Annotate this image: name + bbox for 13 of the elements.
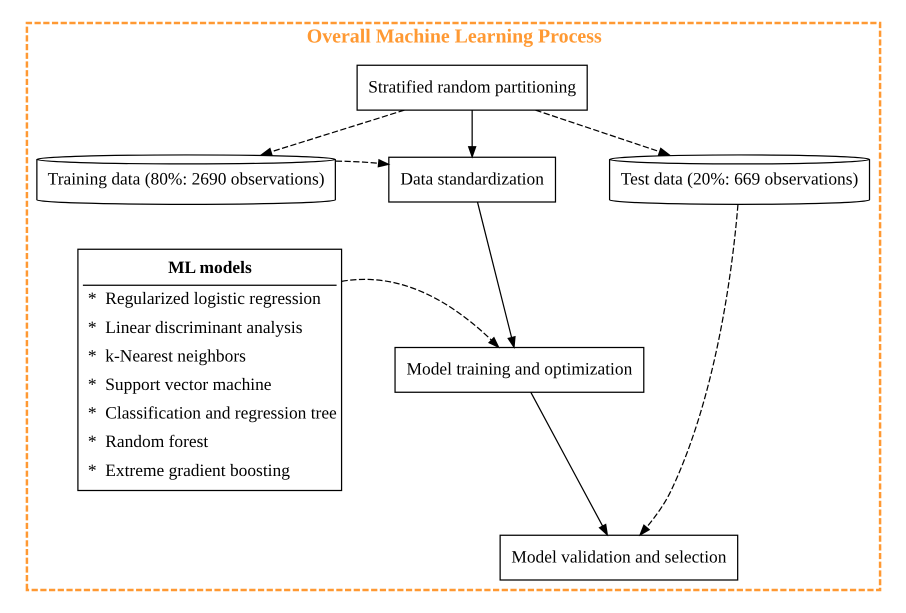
node-box: Model validation and selection [499,534,738,581]
arrow [335,158,390,168]
arrow [341,278,500,348]
arrow [476,202,516,350]
node-box: Data standardization [388,156,556,203]
arrow [638,204,738,536]
arrow [530,392,608,536]
node-box: Model training and optimization [394,346,644,393]
node-box: ML models * Regularized logistic regression * Linear discriminant analysis * k-Nearest neighbors * Support vector machine * Classification and regression tree * Random forest * Extreme gradient boosting [76,248,342,492]
node-box: Stratified random partitioning [356,64,588,111]
arrow [259,110,404,156]
arrow [534,110,670,156]
arrow [467,110,476,159]
